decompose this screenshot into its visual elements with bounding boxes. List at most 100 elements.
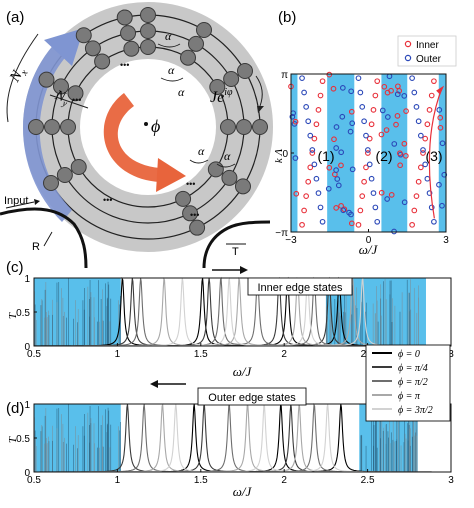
panel-d-xlabel: ω/J [233, 484, 253, 499]
inner-state-point [402, 152, 409, 159]
inner-state-point [388, 87, 394, 94]
outer-edge-point [372, 204, 379, 211]
legend-label-outer: Outer [416, 54, 442, 65]
outer-edge-point [420, 147, 426, 153]
legend-marker-inner [404, 40, 412, 48]
coupling-label: Jeiφ [210, 87, 233, 106]
outer-edge-point [366, 161, 373, 168]
y-tick-label: 0 [24, 468, 30, 479]
inner-edge-point [428, 92, 435, 99]
y-tick-label: π [281, 70, 288, 81]
outer-edge-point [365, 147, 371, 153]
phi-legend-label: ϕ = 3π/2 [398, 405, 433, 416]
lattice-node [44, 119, 60, 135]
inner-state-point [381, 83, 388, 90]
inner-edge-arrow [103, 93, 160, 182]
outer-state-point [439, 140, 446, 147]
inner-state-point [333, 205, 340, 211]
outer-state-point [340, 207, 347, 214]
inner-edge-point [413, 193, 420, 199]
outer-state-point [436, 181, 442, 188]
inner-edge-point [313, 121, 320, 128]
inner-state-point [403, 108, 409, 114]
coupling-arrow [255, 75, 263, 107]
bulk-spikes [34, 278, 121, 346]
lattice-node [221, 169, 238, 186]
outer-edge-point [301, 89, 307, 96]
inner-edge-point [368, 121, 375, 128]
region-label-2: (2) [375, 148, 392, 164]
ring-hole [80, 59, 216, 195]
outer-state-point [334, 176, 341, 182]
x-tick-label: 0.5 [27, 349, 41, 360]
inner-edge-arrowhead [156, 158, 186, 192]
lattice-node [60, 119, 76, 135]
inner-state-point [341, 206, 348, 213]
inner-edge-point [303, 193, 310, 199]
flux-dot [144, 122, 148, 126]
outer-state-point [289, 113, 296, 120]
outer-edge-point [368, 175, 375, 182]
inner-edge-point [431, 78, 437, 85]
lattice-node [140, 23, 156, 39]
outer-state-point [349, 120, 356, 127]
coupling-arrowhead [257, 106, 264, 113]
lattice-node [223, 71, 240, 87]
outer-state-point [333, 124, 340, 130]
panel-a-schematic: ••• ••• ••• ••• ••• α α α α α Jeiφ ϕ Nx … [0, 2, 273, 269]
x-tick-label: 1.5 [194, 349, 208, 360]
lattice-node [84, 40, 101, 57]
outer-edge-point [422, 161, 429, 168]
outer-state-point [439, 202, 445, 209]
outer-edge-point [374, 218, 381, 225]
outer-edge-point [359, 104, 366, 110]
outer-state-point [401, 93, 408, 99]
inner-edge-point [370, 107, 377, 113]
phi-legend: ϕ = 0ϕ = π/4ϕ = π/2ϕ = πϕ = 3π/2 [365, 344, 451, 422]
inner-edge-point [420, 150, 426, 156]
outer-state-point [401, 199, 408, 206]
panel-d-direction-arrowhead [150, 380, 158, 388]
inner-state-point [437, 114, 444, 121]
x-tick-label: −3 [285, 235, 297, 246]
ellipsis-3: ••• [103, 195, 112, 205]
x-tick-label: 3 [448, 475, 454, 486]
inner-edge-point [424, 121, 431, 128]
inner-edge-point [417, 164, 424, 171]
lattice-node [236, 119, 252, 135]
outer-edge-point [413, 104, 420, 110]
outer-edge-point [411, 89, 418, 96]
outer-edge-point [315, 190, 322, 196]
lattice-node [70, 159, 87, 175]
r-arrow [43, 231, 53, 247]
t-label: T [232, 246, 239, 258]
phi-legend-label: ϕ = π/2 [398, 377, 428, 388]
inner-edge-point [409, 221, 415, 228]
inner-state-point [388, 192, 395, 198]
alpha-arrow-4 [216, 163, 236, 168]
outer-edge-point [303, 104, 310, 110]
alpha-label-4: α [198, 144, 205, 158]
lattice-node [116, 9, 133, 26]
alpha-arrow-1 [157, 43, 181, 48]
y-tick-label: 0 [24, 342, 30, 353]
outer-edge-point [317, 204, 324, 211]
outer-edge-arrow [23, 36, 72, 222]
bulk-spikes [34, 404, 121, 472]
alpha-arrow-3 [189, 159, 209, 164]
x-tick-label: 2 [281, 475, 287, 486]
dispersion-arrowhead [436, 85, 445, 95]
r-label: R [32, 241, 40, 253]
inner-edge-point [319, 78, 326, 85]
panel-a-label: (a) [6, 9, 24, 26]
lattice-node [188, 35, 204, 52]
outer-edge-point [415, 118, 422, 125]
inner-axis-label: Ny [52, 88, 71, 109]
input-waveguide [0, 207, 88, 269]
inner-edge-point [305, 178, 312, 185]
bulk-band [438, 74, 446, 232]
lattice-node [120, 25, 137, 42]
